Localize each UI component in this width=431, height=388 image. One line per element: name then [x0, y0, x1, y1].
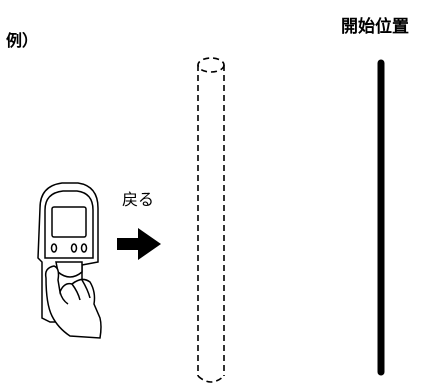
back-label: 戻る — [122, 190, 155, 209]
right-arrow-icon — [117, 228, 161, 260]
device-button-mid — [70, 243, 78, 253]
device-button-right — [80, 243, 88, 253]
hand-finger-line-1 — [59, 291, 69, 305]
hand — [44, 265, 102, 339]
start-position-label: 開始位置 — [341, 17, 409, 37]
cylinder-top-ellipse — [197, 57, 225, 73]
hand-finger-line-2 — [71, 283, 81, 301]
device-button-left — [50, 243, 58, 253]
example-label: 例） — [6, 31, 39, 50]
hand-finger-line-3 — [81, 279, 91, 299]
cylinder-bottom-curve — [197, 375, 225, 383]
dashed-cylinder — [197, 57, 225, 383]
device-screen — [51, 206, 87, 238]
handheld-device-icon — [37, 182, 102, 339]
